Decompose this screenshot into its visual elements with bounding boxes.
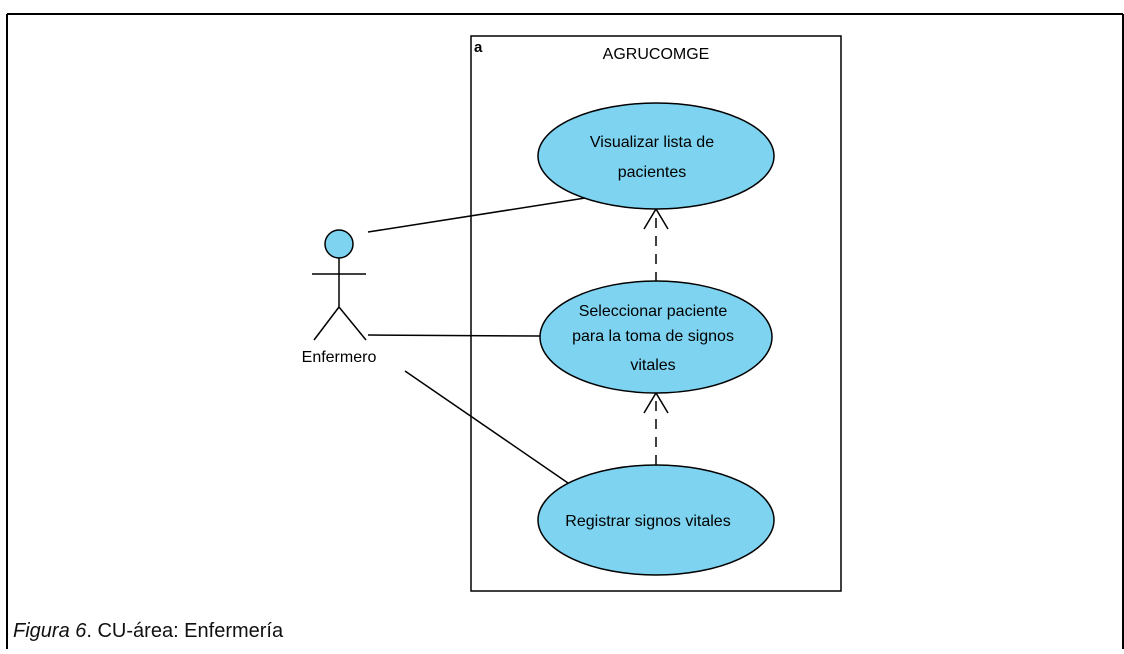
system-corner-tag: a bbox=[474, 39, 483, 56]
actor-name: Enfermero bbox=[302, 349, 377, 366]
figure-caption-label: Figura 6 bbox=[13, 620, 87, 642]
association-visualizar bbox=[367, 195, 599, 233]
use-case-visualizar-line-1: Visualizar lista de bbox=[590, 134, 714, 151]
use-case-registrar-line-1: Registrar signos vitales bbox=[565, 513, 730, 530]
figure-caption-text: . CU-área: Enfermería bbox=[86, 620, 284, 642]
use-case-seleccionar-line-1: Seleccionar paciente bbox=[579, 303, 728, 320]
use-case-registrar-signos bbox=[537, 464, 775, 576]
actor-enfermero bbox=[312, 229, 367, 341]
actor-left-leg bbox=[313, 306, 340, 341]
association-registrar bbox=[404, 370, 569, 484]
use-case-visualizar-lista bbox=[537, 102, 775, 210]
figure-caption: Figura 6. CU-área: Enfermería bbox=[13, 620, 283, 643]
use-case-seleccionar-line-2: para la toma de signos bbox=[572, 328, 734, 345]
system-name: AGRUCOMGE bbox=[603, 46, 710, 63]
actor-head bbox=[324, 229, 354, 259]
actor-right-leg bbox=[338, 306, 367, 341]
use-case-seleccionar-line-3: vitales bbox=[630, 357, 675, 374]
use-case-seleccionar-paciente bbox=[539, 280, 773, 394]
association-seleccionar bbox=[367, 334, 541, 337]
use-case-visualizar-line-2: pacientes bbox=[618, 164, 687, 181]
